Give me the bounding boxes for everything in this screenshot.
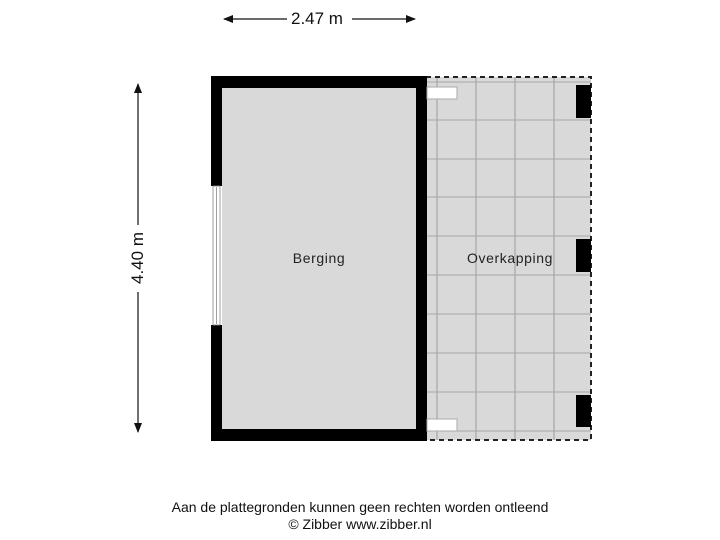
footer-copyright: © Zibber www.zibber.nl — [288, 516, 432, 532]
beam-bottom — [426, 418, 458, 432]
posts — [576, 85, 591, 427]
walls — [211, 76, 427, 441]
window-opening — [212, 185, 221, 326]
height-dimension-label: 4.40 m — [128, 228, 148, 288]
beam-top — [426, 86, 458, 100]
overkapping-area — [426, 76, 592, 441]
room-label-overkapping: Overkapping — [467, 250, 553, 266]
berging-floor — [222, 88, 416, 429]
footer-disclaimer: Aan de plattegronden kunnen geen rechten… — [171, 499, 549, 515]
width-dimension-label: 2.47 m — [287, 9, 347, 29]
room-label-berging: Berging — [292, 250, 346, 266]
